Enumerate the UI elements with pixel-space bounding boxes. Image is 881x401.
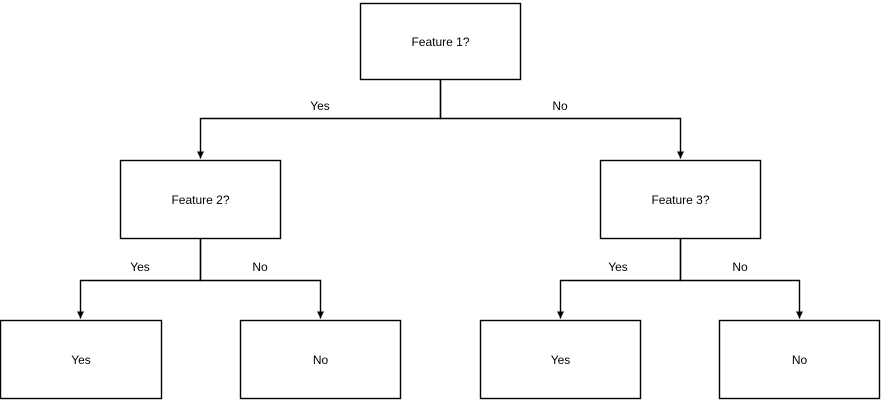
edge-labels: Yes No Yes No Yes No [130, 99, 748, 274]
node-label: Feature 2? [171, 193, 229, 207]
node-leaf-yes-right: Yes [479, 319, 642, 400]
node-rect [239, 319, 402, 400]
node-feature-3: Feature 3? [599, 159, 762, 240]
node-rect [479, 319, 642, 400]
node-leaf-yes-left: Yes [0, 319, 163, 400]
node-label: Yes [551, 353, 571, 367]
edge-label-yes: Yes [310, 99, 330, 113]
node-label: No [313, 353, 329, 367]
node-leaf-no-left: No [239, 319, 402, 400]
node-label: Yes [71, 353, 91, 367]
node-feature-2: Feature 2? [119, 159, 282, 240]
edge-feature3-no [679, 238, 803, 319]
node-label: Feature 3? [651, 193, 709, 207]
edge-label-no: No [252, 260, 268, 274]
node-rect [0, 319, 163, 400]
edge-feature3-yes [557, 238, 682, 319]
edge-label-yes: Yes [608, 260, 628, 274]
edge-feature1-yes [197, 79, 442, 159]
node-label: No [792, 353, 808, 367]
edge-label-no: No [732, 260, 748, 274]
node-feature-1: Feature 1? [359, 2, 522, 81]
edges [77, 79, 803, 319]
node-rect [599, 159, 762, 240]
edge-label-yes: Yes [130, 260, 150, 274]
edge-feature1-no [439, 79, 684, 159]
node-rect [359, 2, 522, 81]
node-rect [119, 159, 282, 240]
node-leaf-no-right: No [718, 319, 881, 400]
edge-feature2-no [199, 238, 324, 319]
node-rect [718, 319, 881, 400]
node-label: Feature 1? [411, 35, 469, 49]
edge-feature2-yes [77, 238, 202, 319]
edge-label-no: No [552, 99, 568, 113]
